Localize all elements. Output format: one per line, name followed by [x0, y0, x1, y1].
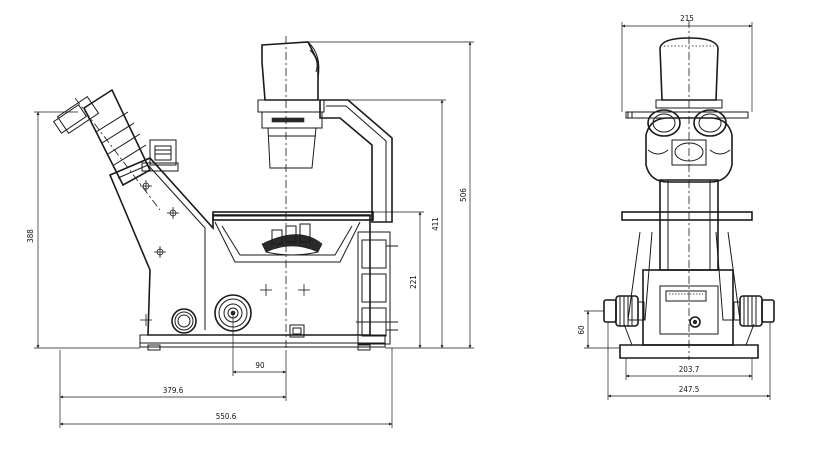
- body-inner-edge: [117, 164, 206, 330]
- camera-port: [141, 139, 179, 172]
- dim-60: 60: [577, 310, 620, 349]
- base-foot-right: [357, 344, 371, 351]
- label-506: 506: [459, 188, 468, 202]
- dim-203-7: 203.7: [625, 358, 753, 380]
- base-foot-left: [147, 344, 161, 351]
- dim-550-6: 550.6: [59, 348, 393, 428]
- dim-506: 506: [308, 41, 474, 349]
- label-411: 411: [431, 217, 440, 231]
- label-388: 388: [26, 229, 35, 243]
- small-knob: [171, 308, 197, 334]
- label-379-6: 379.6: [163, 386, 184, 395]
- label-90: 90: [255, 361, 265, 370]
- front-control-panel: [659, 285, 719, 335]
- stage: [212, 211, 374, 263]
- objective-turret: [261, 223, 323, 256]
- dim-221: 221: [373, 211, 424, 349]
- base-plate: [139, 334, 386, 348]
- front-stage: [621, 211, 753, 221]
- front-focus-knob-right: [733, 295, 775, 327]
- front-head: [625, 109, 749, 183]
- lamp-housing: [257, 41, 325, 169]
- side-view: 388 506 411 221 90: [26, 36, 474, 428]
- dim-379-6: 379.6: [59, 350, 287, 428]
- dim-247-5: 247.5: [607, 322, 771, 400]
- front-view: 215 60 203.7 247.5: [577, 14, 775, 400]
- dim-411: 411: [348, 99, 446, 349]
- dim-90: 90: [232, 313, 287, 376]
- eyepiece-tube: [52, 88, 152, 187]
- illumination-pillar: [319, 99, 393, 223]
- label-203-7: 203.7: [679, 365, 700, 374]
- main-body: [108, 157, 371, 336]
- dim-388: 388: [26, 111, 140, 349]
- front-knob-center: [689, 316, 701, 328]
- center-marks: [140, 180, 310, 326]
- label-215: 215: [680, 14, 694, 23]
- label-60: 60: [577, 325, 586, 335]
- front-focus-knob-left: [603, 295, 645, 327]
- front-pillar: [659, 179, 719, 271]
- label-221: 221: [409, 275, 418, 289]
- eyepiece-axis: [74, 97, 161, 211]
- power-switch: [289, 324, 305, 338]
- label-550-6: 550.6: [216, 412, 237, 421]
- label-247-5: 247.5: [679, 385, 700, 394]
- dim-215: 215: [621, 14, 753, 112]
- side-panel: [356, 231, 398, 345]
